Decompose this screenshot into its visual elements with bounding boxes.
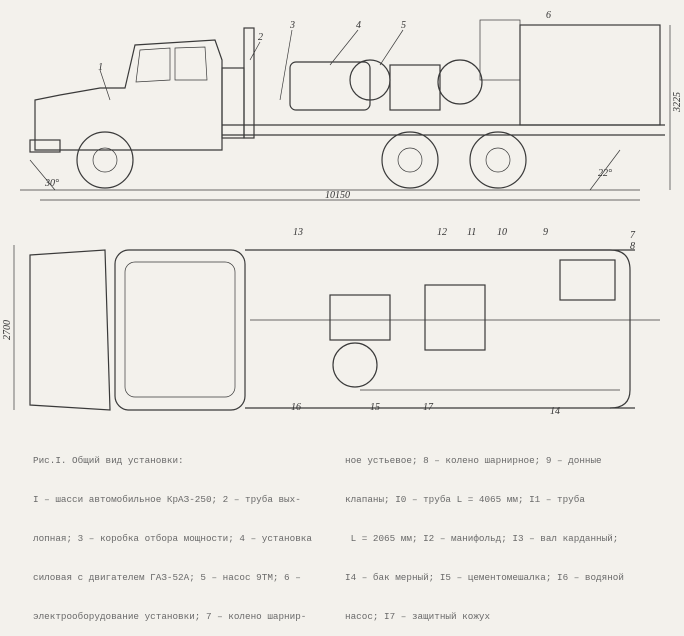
- label-14: 14: [550, 406, 560, 417]
- power-unit: [289, 61, 371, 111]
- front-angle-line: [29, 159, 56, 191]
- caption-line: насос; I7 – защитный кожух: [345, 611, 491, 622]
- caption-line: I4 – бак мерный; I5 – цементомешалка; I6…: [345, 572, 624, 583]
- front-angle: 30°: [44, 178, 59, 189]
- front-wheel: [76, 131, 134, 189]
- leader-3: [279, 29, 293, 101]
- label-3: 3: [289, 20, 295, 31]
- caption-line: лопная; 3 – коробка отбора мощности; 4 –…: [33, 533, 312, 544]
- label-7: 7: [630, 230, 636, 241]
- pump-body: [389, 64, 441, 111]
- cab-windows: [135, 46, 208, 83]
- top-view: 2700 13 12 11 10 9 7 8 16 15 17 14: [2, 227, 660, 417]
- rear-angle-line: [589, 149, 621, 191]
- valves-top: [559, 259, 616, 301]
- leader-4: [329, 29, 359, 66]
- platform-outline: [320, 249, 631, 409]
- caption-line: L = 2065 мм; I2 – манифольд; I3 – вал ка…: [345, 533, 619, 544]
- label-1: 1: [98, 62, 103, 73]
- rear-wheel-2: [469, 131, 527, 189]
- width-dimension: 2700: [2, 320, 13, 340]
- exhaust-pipe: [243, 27, 255, 139]
- leader-5: [379, 29, 404, 66]
- figure-caption-right: ное устьевое; 8 – колено шарнирное; 9 – …: [345, 428, 624, 636]
- figure-caption-left: Рис.I. Общий вид установки: I – шасси ав…: [33, 428, 312, 636]
- manifold: [437, 59, 483, 105]
- label-11: 11: [467, 227, 476, 238]
- rear-hub-1: [397, 147, 423, 173]
- leader-1: [99, 69, 111, 101]
- label-6: 6: [546, 10, 551, 21]
- electrical-box: [479, 19, 521, 81]
- label-4: 4: [356, 20, 361, 31]
- rear-wheel-1: [381, 131, 439, 189]
- air-filter: [221, 67, 245, 139]
- manifold-top: [424, 284, 486, 351]
- label-17: 17: [423, 402, 434, 413]
- radiator-grille: [124, 261, 236, 398]
- measuring-tank: [519, 24, 661, 126]
- label-9: 9: [543, 227, 548, 238]
- label-15: 15: [370, 402, 380, 413]
- label-16: 16: [291, 402, 301, 413]
- pump-top: [329, 294, 391, 341]
- caption-line: Рис.I. Общий вид установки:: [33, 455, 184, 466]
- caption-line: силовая с двигателем ГАЗ-52А; 5 – насос …: [33, 572, 301, 583]
- height-dimension: 3225: [672, 92, 683, 113]
- caption-line: электрооборудование установки; 7 – колен…: [33, 611, 307, 622]
- caption-line: ное устьевое; 8 – колено шарнирное; 9 – …: [345, 455, 602, 466]
- label-12: 12: [437, 227, 447, 238]
- rear-hub-2: [485, 147, 511, 173]
- cab-top: [29, 249, 111, 411]
- front-hub: [92, 147, 118, 173]
- label-8: 8: [630, 241, 635, 252]
- label-10: 10: [497, 227, 507, 238]
- rear-angle: 22°: [598, 168, 612, 179]
- front-bumper: [29, 139, 61, 153]
- side-view: 1 2 3 4 5 6 30° 22° 10150 3225: [20, 10, 683, 201]
- leader-2: [249, 41, 261, 61]
- label-2: 2: [258, 32, 263, 43]
- length-dimension: 10150: [325, 190, 350, 201]
- label-13: 13: [293, 227, 303, 238]
- truck-cab: [34, 39, 223, 151]
- label-5: 5: [401, 20, 406, 31]
- hood-top: [114, 249, 246, 411]
- technical-drawing: 1 2 3 4 5 6 30° 22° 10150 3225 2700 13 1…: [2, 10, 683, 417]
- cement-mixer-top: [332, 342, 378, 388]
